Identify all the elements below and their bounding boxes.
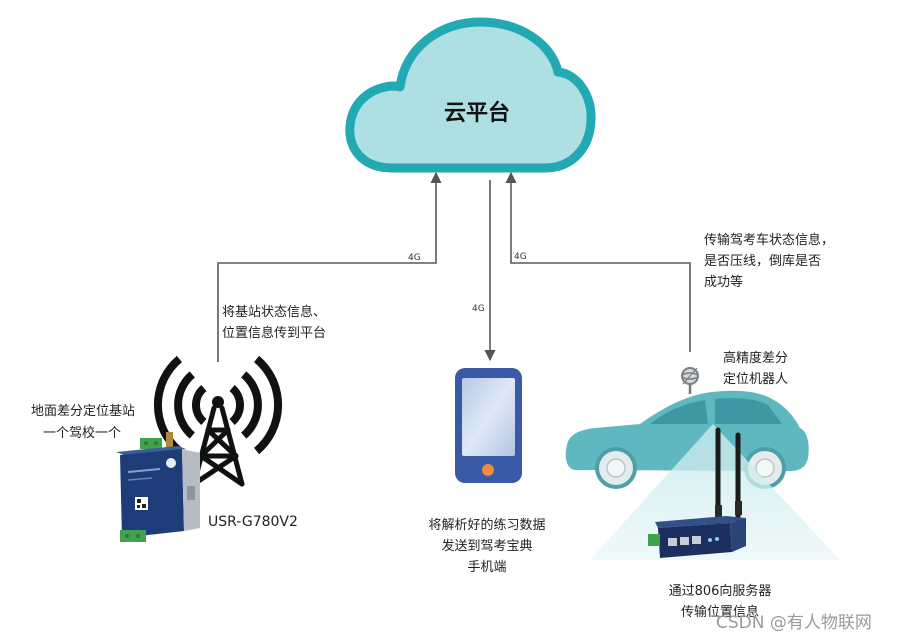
watermark: CSDN @有人物联网 (716, 613, 872, 633)
phone-note: 将解析好的练习数据 发送到驾考宝典 手机端 (428, 517, 545, 575)
link-base-to-cloud: 4G (217, 171, 442, 362)
base-station-title-line-2: 一个驾校一个 (43, 425, 121, 441)
link-base-to-cloud-arrow (217, 171, 442, 362)
link-car-to-cloud: 4G (505, 171, 691, 352)
car-status-note-line-2: 是否压线，倒库是否 (704, 253, 821, 269)
phone-note-line-1: 将解析好的练习数据 (428, 517, 545, 533)
router-note-line-2: 传输位置信息 (681, 604, 759, 620)
cellular-router-icon (116, 432, 200, 542)
cloud-icon (345, 17, 596, 173)
car-front-wheel (595, 447, 637, 489)
phone-note-line-2: 发送到驾考宝典 (441, 538, 532, 554)
phone-note-line-3: 手机端 (467, 560, 506, 575)
robot-label-line-2: 定位机器人 (723, 372, 788, 387)
radio-tower-icon (154, 355, 282, 487)
car-status-note-line-3: 成功等 (704, 274, 743, 290)
base-upload-note-line-1: 将基站状态信息、 (222, 304, 326, 320)
industrial-router-icon (648, 427, 746, 558)
base-station-title: 地面差分定位基站 一个驾校一个 (31, 404, 135, 441)
link-cloud-to-phone: 4G (472, 180, 496, 362)
car-front-window (650, 400, 708, 424)
positioning-beam (590, 424, 840, 560)
smartphone-icon (455, 368, 522, 483)
base-upload-note-line-2: 位置信息传到平台 (222, 325, 326, 341)
car-icon (565, 390, 809, 489)
gnss-antenna-icon (681, 367, 699, 394)
link-base-to-cloud-label: 4G (408, 253, 421, 263)
cloud-platform: 云平台 (345, 17, 596, 173)
car-status-note-line-1: 传输驾考车状态信息， (704, 232, 834, 248)
link-cloud-to-phone-label: 4G (472, 304, 485, 314)
base-station-title-line-1: 地面差分定位基站 (31, 404, 135, 419)
link-car-to-cloud-arrow (505, 171, 691, 352)
device-model-label: USR-G780V2 (208, 514, 298, 530)
robot-label: 高精度差分 定位机器人 (723, 350, 788, 387)
robot-label-line-1: 高精度差分 (723, 350, 788, 366)
car-status-note: 传输驾考车状态信息， 是否压线，倒库是否 成功等 (704, 232, 834, 290)
router-note-line-1: 通过806向服务器 (669, 583, 772, 599)
link-car-to-cloud-label: 4G (514, 252, 527, 262)
router-note: 通过806向服务器 传输位置信息 (669, 583, 772, 620)
base-upload-note: 将基站状态信息、 位置信息传到平台 (222, 304, 326, 341)
car-rear-window (715, 398, 782, 424)
cloud-label: 云平台 (444, 100, 510, 126)
